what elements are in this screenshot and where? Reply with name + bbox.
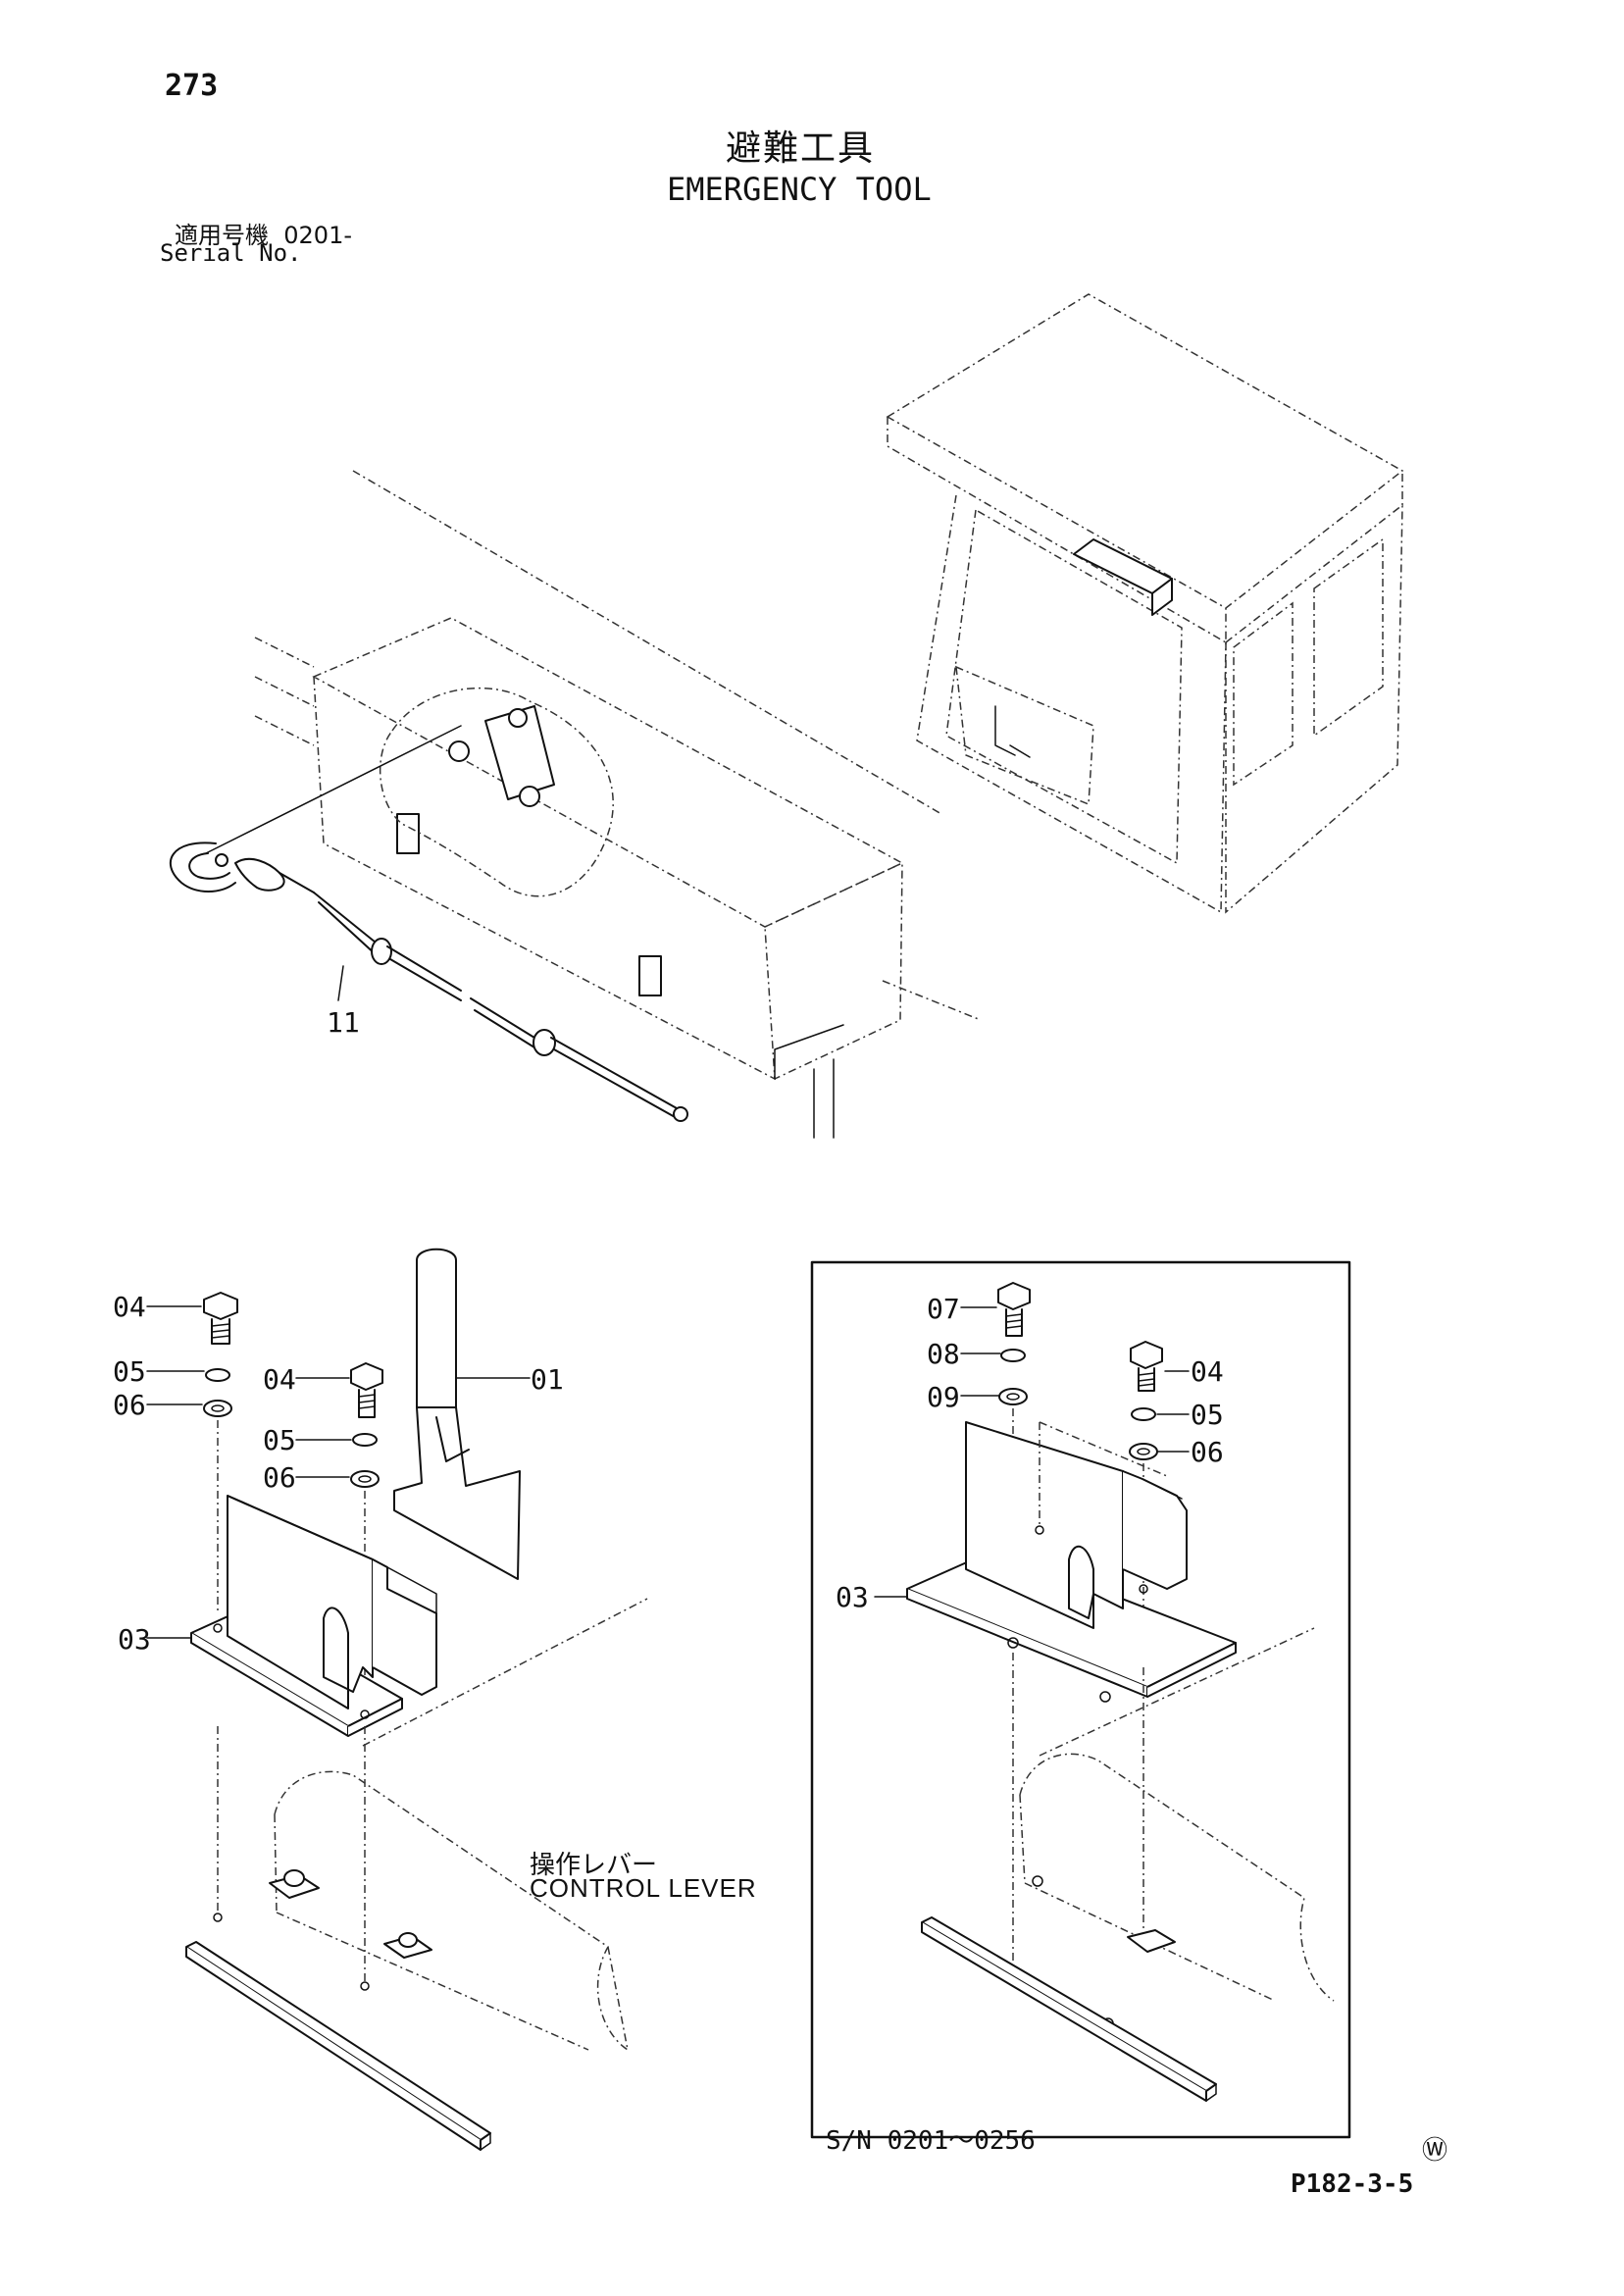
title-japanese: 避難工具 <box>726 128 876 169</box>
serial-label-en: Serial No. <box>160 239 302 267</box>
serial-label: 適用号機 0201- <box>175 216 352 250</box>
serial-label-jp: 適用号機 <box>175 222 269 249</box>
callout-06-washer: 06 <box>113 1389 146 1421</box>
callout-07-bolt: 07 <box>927 1293 960 1325</box>
callout-04-bolt: 04 <box>113 1291 146 1323</box>
callout-03-bracket: 03 <box>118 1623 151 1656</box>
callout-04-bolt-inset: 04 <box>1191 1355 1224 1388</box>
callout-05-spring-washer: 05 <box>113 1355 146 1388</box>
callout-04-bolt-mid: 04 <box>263 1363 296 1396</box>
page-code: P182-3-5 <box>1291 2169 1414 2199</box>
upper-frame-lines <box>254 470 982 1139</box>
serial-range-label: S/N 0201～0256 <box>826 2126 1036 2156</box>
callout-11-cable: 11 <box>327 1006 360 1039</box>
title-english: EMERGENCY TOOL <box>667 171 932 208</box>
control-lever-label-en: CONTROL LEVER <box>530 1873 757 1903</box>
callout-06-washer-inset: 06 <box>1191 1436 1224 1468</box>
emergency-cable <box>169 842 688 1122</box>
callout-05-spring-washer-mid: 05 <box>263 1424 296 1456</box>
inset-frame <box>810 1260 1351 2139</box>
inset-bracket-assembly <box>874 1282 1335 2102</box>
callout-08-spring-washer: 08 <box>927 1338 960 1370</box>
serial-value: 0201- <box>283 222 353 249</box>
control-lever-label-jp: 操作レバー <box>530 1851 658 1880</box>
callout-06-washer-mid: 06 <box>263 1461 296 1494</box>
callout-05-spring-washer-inset: 05 <box>1191 1399 1224 1431</box>
w-mark-icon: Ⓦ <box>1422 2136 1448 2166</box>
left-bracket-assembly <box>146 1248 648 2151</box>
callout-03-bracket-inset: 03 <box>836 1581 869 1613</box>
page-number: 273 <box>165 69 219 103</box>
operator-cab <box>886 293 1404 914</box>
callout-01-lever: 01 <box>531 1363 564 1396</box>
callout-09-washer: 09 <box>927 1381 960 1413</box>
storage-box <box>205 617 904 1081</box>
